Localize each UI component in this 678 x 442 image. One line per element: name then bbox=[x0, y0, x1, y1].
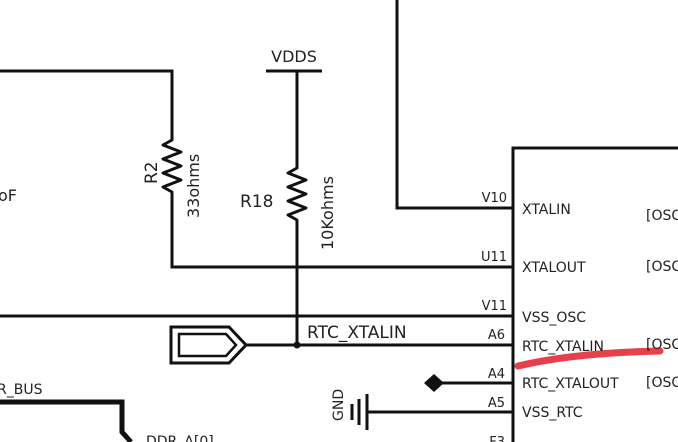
pin-name-xtalin: XTALIN bbox=[522, 202, 571, 218]
pin-name-rtc-xtalout: RTC_XTALOUT bbox=[522, 376, 619, 392]
pin-number-f3: F3 bbox=[489, 435, 505, 442]
pin-name-rtc-xtalin: RTC_XTALIN bbox=[522, 339, 604, 355]
pin-number-a4: A4 bbox=[488, 367, 505, 382]
cap-value-fragment: oF bbox=[0, 186, 17, 205]
wire-r2-xtalout bbox=[170, 198, 513, 269]
wire-xtalin bbox=[395, 0, 513, 210]
r2-resistor-symbol bbox=[161, 134, 183, 198]
pin-function-rtc-xtalout: [OSC bbox=[646, 375, 678, 391]
r2-value: 33ohms bbox=[184, 154, 203, 218]
pin-function-xtalin: [OSC bbox=[646, 208, 678, 224]
junction-dot bbox=[293, 341, 301, 349]
r2-refdes: R2 bbox=[142, 161, 162, 184]
pin-number-u11: U11 bbox=[481, 250, 507, 265]
pin-name-xtalout: XTALOUT bbox=[522, 260, 586, 276]
vdds-label: VDDS bbox=[271, 47, 317, 66]
r18-value: 10Kohms bbox=[318, 176, 337, 250]
off-sheet-connector-outer bbox=[169, 325, 249, 365]
r18-refdes: R18 bbox=[240, 192, 273, 212]
ic-body-outline bbox=[511, 146, 678, 442]
pin-name-vss-rtc: VSS_RTC bbox=[522, 405, 583, 421]
wire-r2-top bbox=[0, 69, 174, 134]
pin-number-a6: A6 bbox=[488, 328, 505, 343]
pin-number-v10: V10 bbox=[482, 191, 507, 206]
off-sheet-connector-inner bbox=[177, 332, 238, 358]
r18-resistor-symbol bbox=[286, 163, 308, 226]
red-annotation-mark bbox=[514, 347, 664, 370]
pin-number-a5: A5 bbox=[488, 396, 505, 411]
pin-function-rtc-xtalin: [OSC bbox=[646, 337, 678, 353]
net-label-rtc-xtalin: RTC_XTALIN bbox=[307, 323, 407, 343]
pin-function-xtalout: [OSC bbox=[646, 259, 678, 275]
no-connect-diamond bbox=[424, 374, 444, 392]
pin-number-v11: V11 bbox=[482, 299, 507, 314]
wire-bus bbox=[0, 399, 133, 442]
net-label-bus: R_BUS bbox=[0, 382, 43, 398]
gnd-label: GND bbox=[331, 389, 347, 421]
net-label-ddr-addr: DDR_A[0] bbox=[146, 434, 214, 442]
pin-name-vss-osc: VSS_OSC bbox=[522, 310, 586, 326]
